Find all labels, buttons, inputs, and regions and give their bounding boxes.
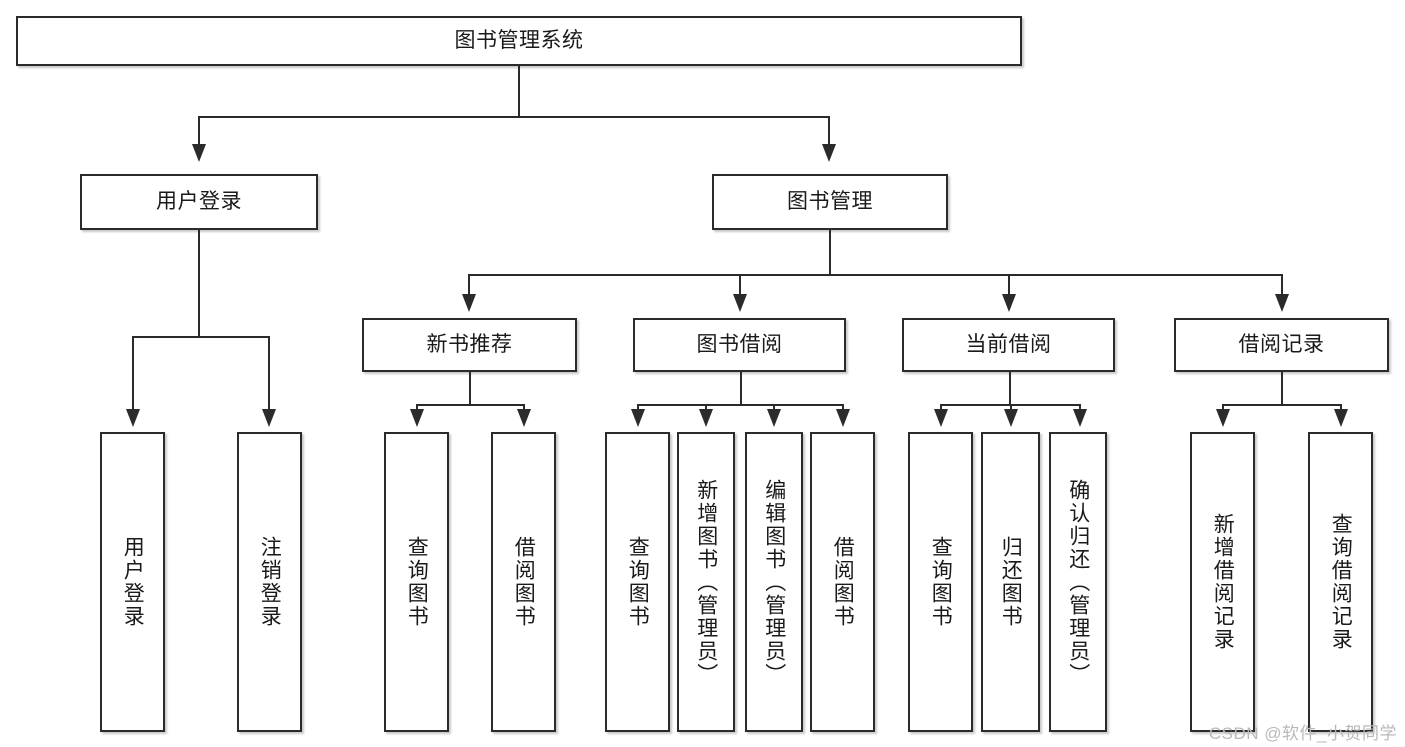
node-label: 确认归还（管理员） [1066, 478, 1090, 686]
connector-new-book-to-leaf-1 [523, 404, 525, 413]
leaf-new-book-borrow-book[interactable]: 借阅图书 [491, 432, 556, 732]
arrow-borrow-record-to-leaf-0 [1216, 409, 1230, 427]
connector-current-borrow-to-leaf-2 [1079, 404, 1081, 413]
leaf-book-borrow-borrow-book[interactable]: 借阅图书 [810, 432, 875, 732]
leaf-user-login-logout[interactable]: 注销登录 [237, 432, 302, 732]
connector-book-borrow-stem [740, 372, 742, 404]
connector-root-bus [198, 116, 830, 118]
connector-current-borrow-stem [1009, 372, 1011, 404]
leaf-new-book-query-book[interactable]: 查询图书 [384, 432, 449, 732]
connector-user-login-bus [132, 336, 269, 338]
node-label: 编辑图书（管理员） [762, 478, 786, 686]
arrow-current-borrow-to-leaf-0 [934, 409, 948, 427]
node-label: 借阅图书 [831, 536, 855, 628]
node-book-borrow[interactable]: 图书借阅 [633, 318, 846, 372]
arrow-borrow-record-to-leaf-1 [1334, 409, 1348, 427]
connector-new-book-bus [416, 404, 524, 406]
arrow-book-mgmt-to-current-borrow [1002, 294, 1016, 312]
connector-book-borrow-to-leaf-0 [637, 404, 639, 413]
node-label: 借阅记录 [1238, 332, 1325, 356]
connector-new-book-stem [469, 372, 471, 404]
node-book-management[interactable]: 图书管理 [712, 174, 948, 230]
connector-current-borrow-to-leaf-1 [1010, 404, 1012, 413]
connector-book-borrow-bus [637, 404, 844, 406]
node-label: 用户登录 [156, 189, 242, 213]
arrow-book-borrow-to-leaf-2 [767, 409, 781, 427]
node-label: 当前借阅 [965, 332, 1052, 356]
connector-new-book-to-leaf-0 [416, 404, 418, 413]
connector-book-mgmt-to-borrow-record [1281, 274, 1283, 298]
arrow-book-mgmt-to-borrow-record [1275, 294, 1289, 312]
arrow-book-borrow-to-leaf-1 [699, 409, 713, 427]
connector-root-stem [518, 66, 520, 116]
arrow-root-to-book-mgmt [822, 144, 836, 162]
connector-borrow-record-to-leaf-1 [1340, 404, 1342, 413]
node-label: 用户登录 [121, 536, 145, 628]
arrow-book-mgmt-to-book-borrow [733, 294, 747, 312]
arrow-book-borrow-to-leaf-0 [631, 409, 645, 427]
arrow-current-borrow-to-leaf-2 [1073, 409, 1087, 427]
connector-book-mgmt-to-new-book [468, 274, 470, 298]
leaf-borrow-record-query-record[interactable]: 查询借阅记录 [1308, 432, 1373, 732]
arrow-root-to-user-login [192, 144, 206, 162]
node-label: 新书推荐 [426, 332, 513, 356]
arrow-new-book-to-leaf-1 [517, 409, 531, 427]
connector-book-mgmt-bus [468, 274, 1283, 276]
node-label: 查询借阅记录 [1329, 513, 1353, 651]
node-label: 注销登录 [258, 536, 282, 628]
connector-book-borrow-to-leaf-2 [773, 404, 775, 413]
connector-user-login-to-leaf-0 [132, 336, 134, 413]
node-root-system[interactable]: 图书管理系统 [16, 16, 1022, 66]
leaf-book-borrow-query-book[interactable]: 查询图书 [605, 432, 670, 732]
connector-user-login-to-leaf-1 [268, 336, 270, 413]
arrow-book-mgmt-to-new-book [462, 294, 476, 312]
node-label: 查询图书 [929, 536, 953, 628]
leaf-current-borrow-query-book[interactable]: 查询图书 [908, 432, 973, 732]
node-label: 图书借阅 [696, 332, 783, 356]
node-label: 查询图书 [626, 536, 650, 628]
arrow-current-borrow-to-leaf-1 [1004, 409, 1018, 427]
leaf-book-borrow-add-book-admin[interactable]: 新增图书（管理员） [677, 432, 735, 732]
connector-book-borrow-to-leaf-3 [842, 404, 844, 413]
node-label: 借阅图书 [512, 536, 536, 628]
leaf-user-login-login[interactable]: 用户登录 [100, 432, 165, 732]
node-label: 查询图书 [405, 536, 429, 628]
connector-borrow-record-bus [1222, 404, 1341, 406]
connector-book-mgmt-stem [829, 230, 831, 274]
connector-borrow-record-stem [1281, 372, 1283, 404]
connector-book-borrow-to-leaf-1 [705, 404, 707, 413]
connector-borrow-record-to-leaf-0 [1222, 404, 1224, 413]
node-user-login[interactable]: 用户登录 [80, 174, 318, 230]
leaf-borrow-record-add-record[interactable]: 新增借阅记录 [1190, 432, 1255, 732]
node-borrow-record[interactable]: 借阅记录 [1174, 318, 1389, 372]
leaf-current-borrow-confirm-return-admin[interactable]: 确认归还（管理员） [1049, 432, 1107, 732]
arrow-user-login-to-leaf-1 [262, 409, 276, 427]
node-label: 新增图书（管理员） [694, 478, 718, 686]
arrow-book-borrow-to-leaf-3 [836, 409, 850, 427]
connector-book-mgmt-to-book-borrow [739, 274, 741, 298]
node-label: 图书管理 [787, 189, 873, 213]
node-new-book-recommend[interactable]: 新书推荐 [362, 318, 577, 372]
node-label: 图书管理系统 [454, 28, 584, 52]
node-label: 归还图书 [999, 536, 1023, 628]
connector-current-borrow-to-leaf-0 [940, 404, 942, 413]
node-current-borrow[interactable]: 当前借阅 [902, 318, 1115, 372]
connector-user-login-stem [198, 230, 200, 336]
connector-root-to-book-mgmt [828, 116, 830, 148]
leaf-current-borrow-return-book[interactable]: 归还图书 [981, 432, 1040, 732]
node-label: 新增借阅记录 [1211, 513, 1235, 651]
watermark-text: CSDN @软件_小贺同学 [1208, 724, 1397, 743]
connector-book-mgmt-to-current-borrow [1008, 274, 1010, 298]
connector-root-to-user-login [198, 116, 200, 148]
arrow-new-book-to-leaf-0 [410, 409, 424, 427]
arrow-user-login-to-leaf-0 [126, 409, 140, 427]
leaf-book-borrow-edit-book-admin[interactable]: 编辑图书（管理员） [745, 432, 803, 732]
